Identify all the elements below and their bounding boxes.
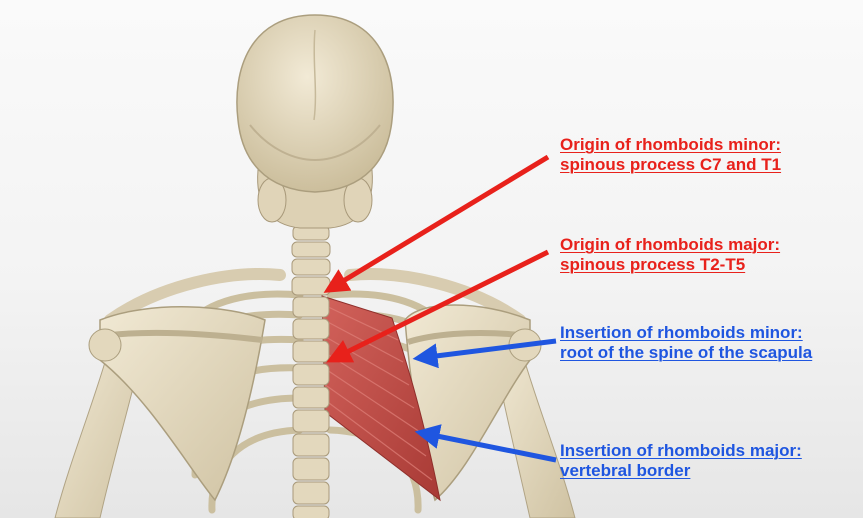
- label-heading: Insertion of rhomboids major:: [560, 441, 802, 461]
- label-detail: root of the spine of the scapula: [560, 343, 812, 363]
- label-detail: vertebral border: [560, 461, 802, 481]
- label-heading: Origin of rhomboids major:: [560, 235, 780, 255]
- label-insertion-rhomboids-minor: Insertion of rhomboids minor: root of th…: [560, 323, 812, 363]
- label-heading: Insertion of rhomboids minor:: [560, 323, 812, 343]
- label-origin-rhomboids-minor: Origin of rhomboids minor: spinous proce…: [560, 135, 781, 175]
- label-detail: spinous process T2-T5: [560, 255, 780, 275]
- label-origin-rhomboids-major: Origin of rhomboids major: spinous proce…: [560, 235, 780, 275]
- label-detail: spinous process C7 and T1: [560, 155, 781, 175]
- label-heading: Origin of rhomboids minor:: [560, 135, 781, 155]
- label-insertion-rhomboids-major: Insertion of rhomboids major: vertebral …: [560, 441, 802, 481]
- spine: [292, 178, 330, 518]
